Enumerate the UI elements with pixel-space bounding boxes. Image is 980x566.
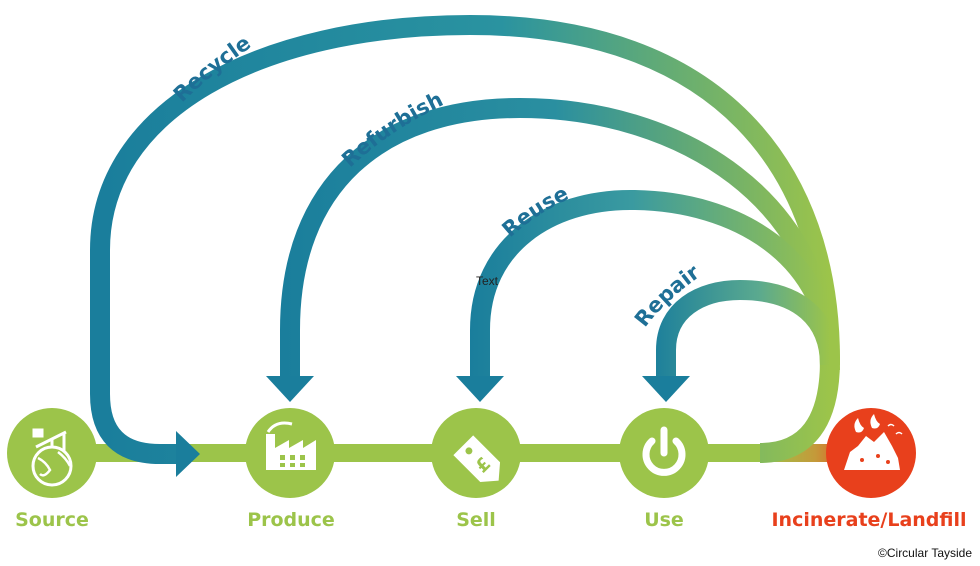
refurbish-arc [280, 97, 840, 380]
recycle-arc [90, 14, 841, 464]
stage-label-use: Use [644, 509, 684, 531]
landfill-icon [844, 414, 903, 470]
price-tag-icon: £ [453, 435, 501, 483]
factory-icon [266, 421, 316, 470]
use-node [619, 408, 709, 498]
stray-text: Text [476, 274, 499, 288]
power-icon [642, 426, 686, 476]
sell-node: £ [431, 408, 521, 498]
recycle-arrowhead [176, 431, 200, 477]
oil-pump-globe-icon [31, 428, 73, 487]
refurbish-arrowhead [266, 376, 314, 402]
reuse-arc [470, 189, 840, 380]
repair-arrowhead [642, 376, 690, 402]
repair-arc [656, 279, 840, 378]
stage-label-sell: Sell [456, 509, 496, 531]
source-node [7, 408, 97, 498]
stage-label-produce: Produce [247, 509, 335, 531]
stage-label-landfill: Incinerate/Landfill [771, 509, 967, 531]
stage-label-source: Source [15, 509, 89, 531]
landfill-node [826, 408, 916, 498]
credit-text: ©Circular Tayside [878, 546, 972, 560]
produce-node [245, 408, 335, 498]
reuse-arrowhead [456, 376, 504, 402]
